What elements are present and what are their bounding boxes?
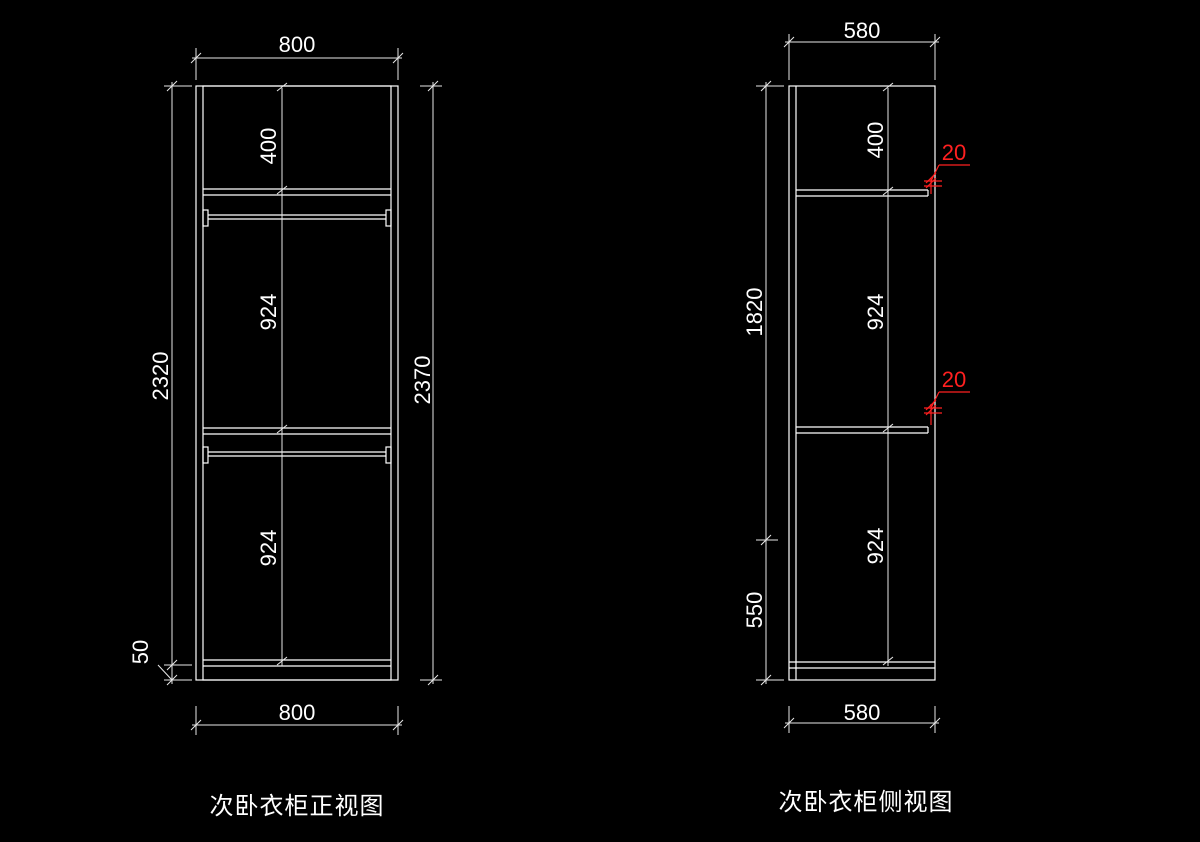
front-top-width-dimension	[190, 48, 404, 80]
front-middle-section-label: 924	[256, 294, 281, 331]
side-shelf-thickness-label-2: 20	[942, 367, 966, 392]
front-view: 800 800 400 924 924 2320 2370 50 次卧衣柜正视图	[128, 32, 442, 820]
side-lower-height-label: 550	[742, 592, 767, 629]
front-bottom-width-label: 800	[279, 700, 316, 725]
side-left-height-dimension	[756, 80, 784, 686]
side-top-depth-label: 580	[844, 18, 881, 43]
front-right-height-dimension	[420, 80, 442, 686]
front-hanging-rods	[202, 209, 392, 464]
front-bottom-width-dimension	[190, 706, 404, 735]
front-top-width-label: 800	[279, 32, 316, 57]
front-upper-section-label: 400	[256, 128, 281, 165]
side-upper-height-label: 1820	[742, 288, 767, 337]
side-upper-section-label: 400	[863, 122, 888, 159]
side-view-caption: 次卧衣柜侧视图	[779, 788, 954, 816]
front-overall-left-label: 2320	[148, 352, 173, 401]
side-view: 580 580 1820 550 400 924 924 20 20 次卧衣柜侧…	[742, 18, 970, 816]
front-view-caption: 次卧衣柜正视图	[210, 792, 385, 820]
side-shelf-thickness-callout-2	[924, 391, 970, 425]
front-base-label: 50	[128, 640, 153, 664]
front-lower-section-label: 924	[256, 530, 281, 567]
front-overall-right-label: 2370	[410, 356, 435, 405]
side-bottom-depth-label: 580	[844, 700, 881, 725]
side-lower-section-label: 924	[863, 528, 888, 565]
side-top-depth-dimension	[783, 34, 941, 80]
side-bottom-depth-dimension	[783, 706, 941, 733]
side-inner-dimension-line	[882, 82, 894, 666]
front-inner-dimension-line	[276, 82, 288, 666]
side-shelf-thickness-callout-1	[924, 164, 970, 194]
front-left-height-dimension	[157, 80, 192, 686]
front-cabinet-outline	[195, 85, 399, 681]
side-shelf-thickness-label-1: 20	[942, 140, 966, 165]
side-cabinet-outline	[788, 85, 936, 681]
side-middle-section-label: 924	[863, 294, 888, 331]
